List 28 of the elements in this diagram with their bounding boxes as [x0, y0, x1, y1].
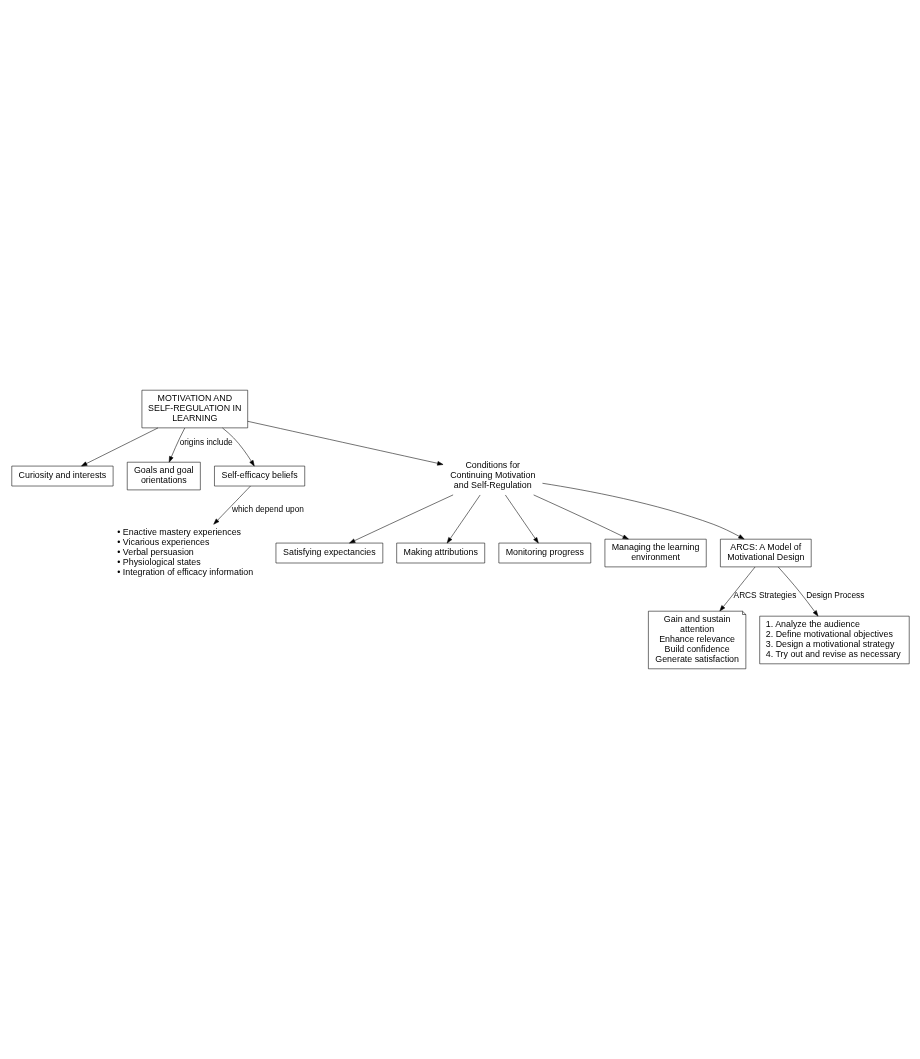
arrow [532, 494, 629, 540]
edge-label: which depend upon [231, 503, 304, 514]
edge-label: ARCS Strategies [733, 590, 796, 601]
node-box: Self-efficacy beliefs [213, 465, 305, 487]
edge-label: origins include [179, 436, 233, 447]
node-box: 1. Analyze the audience 2. Define motivational objectives 3. Design a motivational strategy 4. Try out and revise as necessary [758, 615, 909, 665]
edge-label: Design Process [805, 590, 864, 601]
arrow [80, 427, 158, 467]
arrow [221, 427, 255, 467]
node-box: Managing the learning environment [604, 538, 707, 568]
arrow [348, 494, 453, 544]
node-box: Monitoring progress [498, 542, 591, 564]
node-box: Goals and goal orientations [126, 461, 201, 491]
node-box: ARCS: A Model of Motivational Design [719, 538, 811, 568]
arrow [777, 566, 818, 617]
node-box: Satisfying expectancies [275, 542, 383, 564]
node-box: MOTIVATION AND SELF-REGULATION IN LEARNING [141, 389, 248, 429]
node-box: Making attributions [395, 542, 485, 564]
arrow [719, 566, 755, 612]
node-text: Conditions for Continuing Motivation and Self-Regulation [449, 460, 535, 491]
node-text: • Enactive mastery experiences • Vicarious experiences • Verbal persuasion • Physiological states • Integration of efficacy information [116, 527, 253, 578]
node-box: Curiosity and interests [11, 465, 113, 487]
arrow [212, 485, 251, 525]
arrow [446, 494, 480, 544]
arrow [168, 427, 185, 463]
arrow [504, 494, 539, 544]
arrow [246, 421, 443, 466]
arrow [541, 483, 744, 540]
